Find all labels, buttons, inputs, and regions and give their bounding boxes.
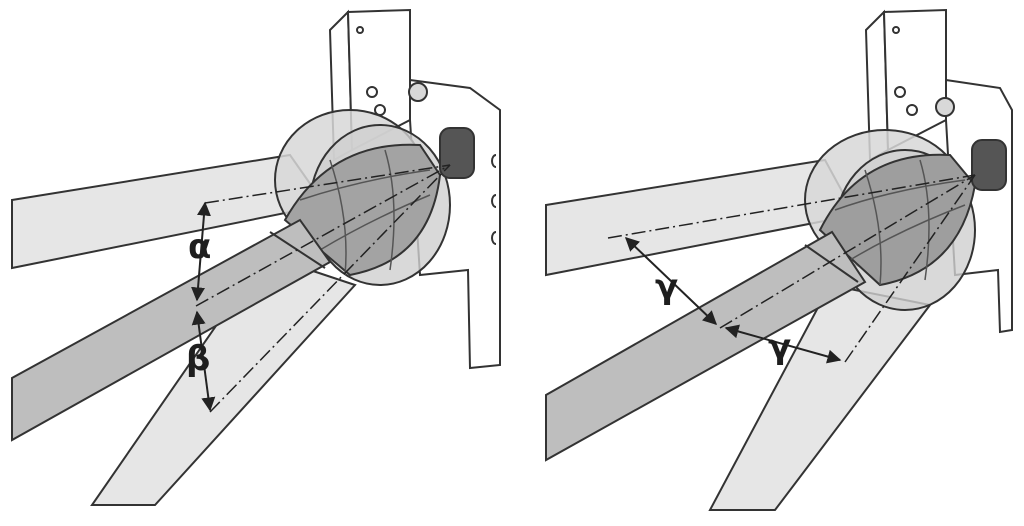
right-cv-joint <box>804 129 1007 311</box>
left-lower-tube <box>90 253 357 506</box>
left-panel: α β <box>11 8 501 506</box>
beta-label: β <box>186 339 210 379</box>
gamma-label-lower: γ <box>768 327 791 367</box>
left-dimension-arrows <box>191 201 216 412</box>
right-panel: γ γ <box>545 8 1013 511</box>
right-dimension-arrows <box>624 237 842 364</box>
gamma-label-upper: γ <box>655 267 678 307</box>
left-centerlines <box>195 164 451 413</box>
right-centerlines <box>607 174 976 363</box>
alpha-label: α <box>188 227 211 267</box>
